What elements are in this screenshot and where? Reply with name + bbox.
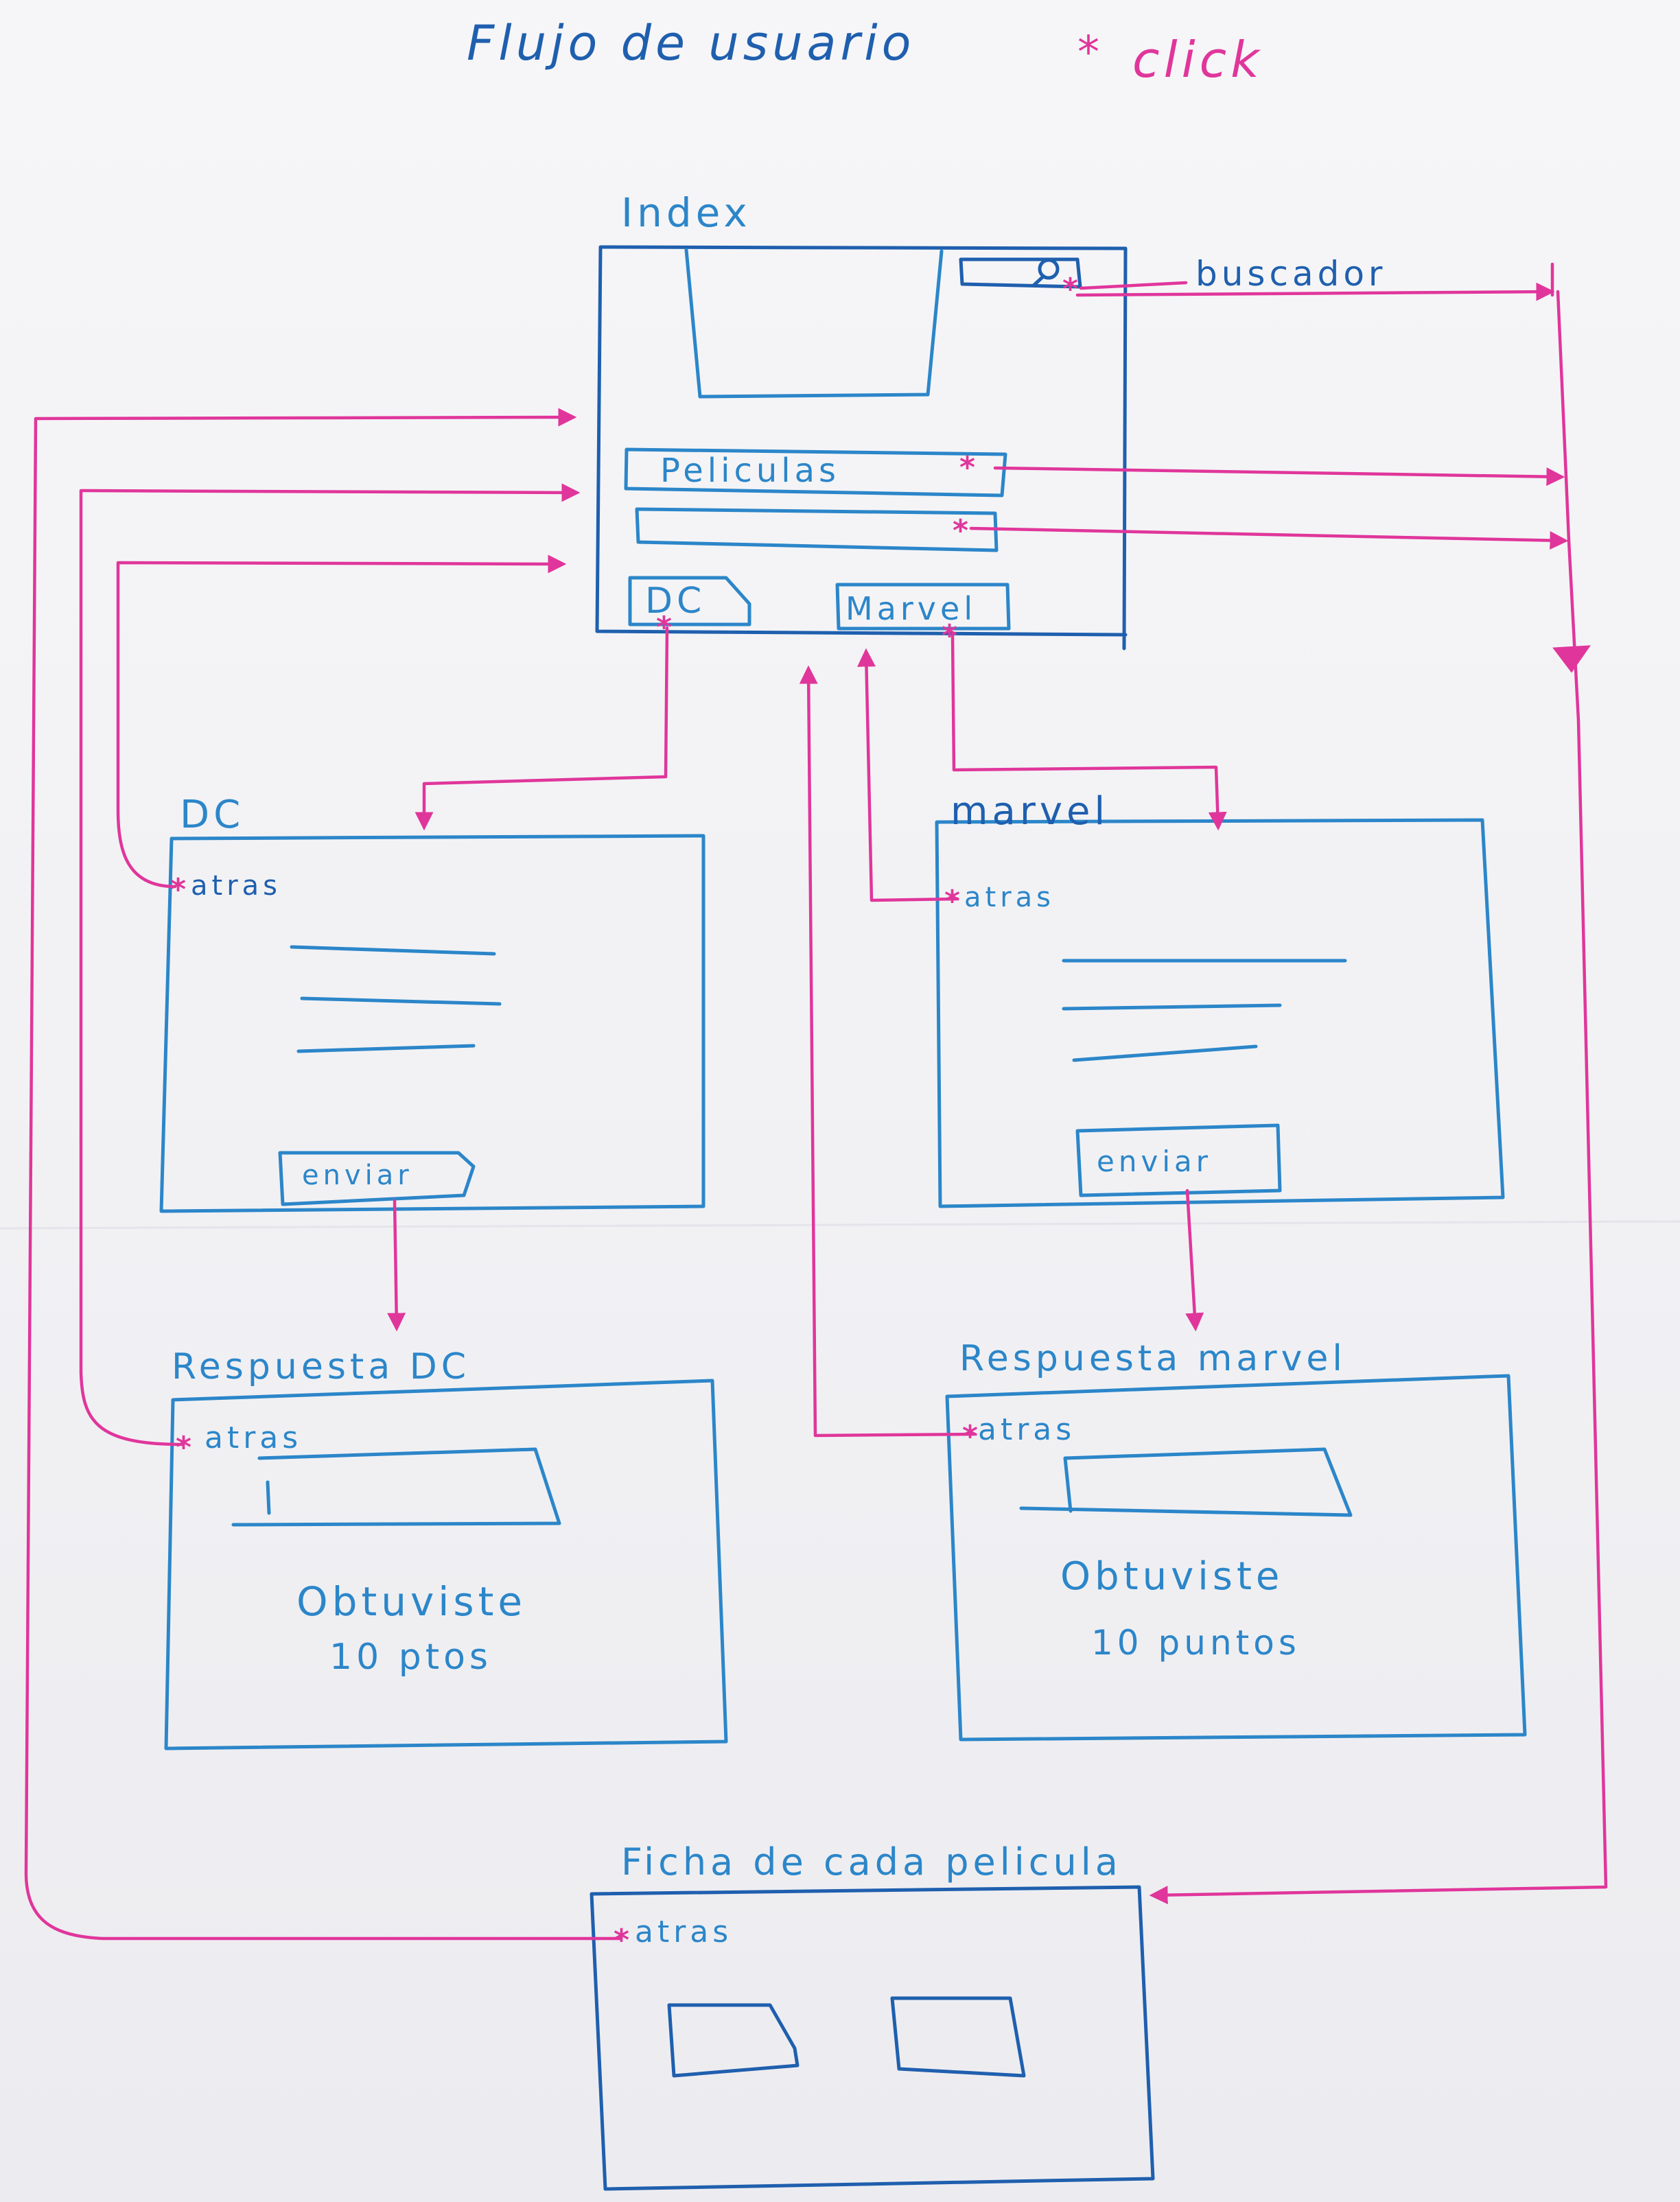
flow-arrows xyxy=(24,262,1608,1941)
movie-sheet-wireframe xyxy=(590,1885,1155,2191)
dc-result-score-line2: 10 ptos xyxy=(329,1637,492,1678)
click-marker-marvel: * xyxy=(942,618,958,653)
index-marvel-button xyxy=(835,583,1011,631)
flow-dc-button-to-dc-page xyxy=(415,626,669,831)
marvel-page-label: marvel xyxy=(950,789,1110,834)
click-marker-peliculas: * xyxy=(959,450,976,485)
click-marker-dc-result-back: * xyxy=(176,1430,192,1465)
dc-result-wireframe xyxy=(164,1379,728,1750)
marvel-result-frame xyxy=(945,1374,1527,1742)
marvel-result-back-link[interactable]: atras xyxy=(978,1412,1076,1447)
marvel-back-link[interactable]: atras xyxy=(964,882,1055,913)
flow-movie-sheet-back-to-index xyxy=(24,408,623,1941)
marvel-result-wireframe xyxy=(945,1374,1527,1742)
flow-dc-result-back-to-index xyxy=(79,483,581,1446)
flow-marvel-result-back-to-index xyxy=(799,665,977,1438)
index-second-bar xyxy=(635,507,999,552)
index-marvel-label[interactable]: Marvel xyxy=(845,590,977,627)
dc-result-score-line1: Obtuviste xyxy=(296,1578,527,1625)
dc-send-button xyxy=(278,1151,476,1206)
flow-dc-back-to-index xyxy=(116,554,567,889)
dc-result-label: Respuesta DC xyxy=(172,1346,471,1387)
marvel-frame xyxy=(935,818,1505,1208)
index-peliculas-bar xyxy=(624,447,1007,497)
dc-text-line-2 xyxy=(300,996,502,1006)
dc-result-back-link[interactable]: atras xyxy=(205,1420,303,1455)
diagram-title: Flujo de usuario xyxy=(467,15,915,71)
movie-card-2 xyxy=(890,1996,1026,2078)
click-marker-dc: * xyxy=(656,610,673,645)
index-frame xyxy=(595,245,1128,651)
flow-peliculas-to-rail xyxy=(993,466,1565,487)
dc-text-line-1 xyxy=(290,945,496,956)
click-marker-marvel-back: * xyxy=(944,884,961,919)
index-peliculas-label[interactable]: Peliculas xyxy=(660,452,841,490)
click-marker-movie-back: * xyxy=(614,1923,630,1958)
flow-rail-to-movie-sheet xyxy=(1153,262,1608,1895)
marvel-text-line-3 xyxy=(1072,1044,1258,1062)
dc-result-cursor xyxy=(266,1480,271,1515)
flow-marvel-back-to-index xyxy=(856,648,959,902)
dc-wireframe xyxy=(159,834,705,1213)
movie-sheet-frame xyxy=(590,1885,1155,2191)
marvel-result-label: Respuesta marvel xyxy=(959,1338,1346,1379)
flow-bar2-to-rail xyxy=(969,526,1569,550)
index-dc-label[interactable]: DC xyxy=(645,581,706,622)
dc-send-label[interactable]: enviar xyxy=(302,1160,413,1191)
index-hero-image xyxy=(684,248,944,399)
click-marker-marvel-result-back: * xyxy=(962,1419,979,1454)
paper-fold xyxy=(0,1220,1680,1230)
marvel-result-score-line2: 10 puntos xyxy=(1091,1623,1300,1663)
movie-sheet-label: Ficha de cada pelicula xyxy=(621,1840,1122,1884)
search-label: buscador xyxy=(1195,254,1387,294)
click-marker-bar2: * xyxy=(953,513,969,548)
click-marker-dc-back: * xyxy=(170,872,187,907)
index-wireframe xyxy=(595,245,1128,651)
marvel-text-line-2 xyxy=(1062,1003,1282,1011)
flow-rail-arrowhead xyxy=(1552,645,1591,673)
movie-card-1 xyxy=(667,2003,800,2078)
dc-page-label: DC xyxy=(180,793,245,837)
marvel-result-box xyxy=(1019,1447,1353,1517)
flow-marvel-send-to-result xyxy=(1185,1188,1204,1332)
flow-search-to-rail xyxy=(1075,283,1551,295)
flow-marvel-button-to-marvel-page xyxy=(950,633,1227,831)
magnifier-icon xyxy=(1031,258,1060,288)
dc-result-box xyxy=(231,1447,561,1527)
movie-sheet-back-link[interactable]: atras xyxy=(635,1914,733,1949)
legend-symbol: * xyxy=(1077,27,1104,78)
dc-back-link[interactable]: atras xyxy=(191,870,281,902)
click-marker-search: * xyxy=(1062,272,1079,307)
marvel-wireframe xyxy=(935,818,1505,1208)
index-dc-button xyxy=(628,576,751,626)
dc-result-frame xyxy=(164,1379,728,1750)
marvel-result-score-line1: Obtuviste xyxy=(1060,1554,1284,1599)
marvel-send-button xyxy=(1075,1123,1282,1197)
index-label: Index xyxy=(621,189,751,236)
dc-frame xyxy=(159,834,705,1213)
flow-dc-send-to-result xyxy=(387,1199,406,1332)
dc-text-line-3 xyxy=(296,1044,476,1053)
marvel-send-label[interactable]: enviar xyxy=(1097,1145,1212,1178)
legend-click-label: click xyxy=(1132,31,1263,89)
